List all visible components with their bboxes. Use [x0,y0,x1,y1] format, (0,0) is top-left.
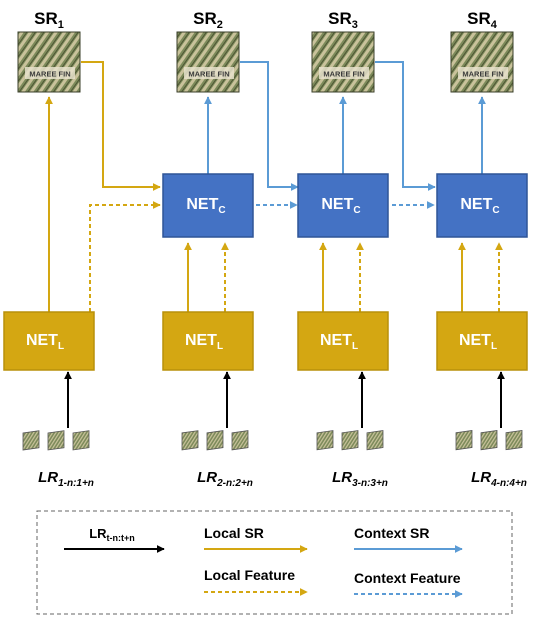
net-l-label-3-base: NET [320,332,352,349]
net-l-label-4-base: NET [459,332,491,349]
net-l-label-1: NETL [26,332,64,352]
lr-label-3-subscript: 3-n:3+n [352,478,388,489]
lr-label-4-subscript: 4-n:4+n [490,478,527,489]
edge-context-sr-forward-3 [375,61,436,191]
legend-local-feature-label: Local Feature [204,567,295,583]
net-l-label-3: NETL [320,332,358,352]
lr-frames-3 [316,430,384,451]
sr-label-1-subscript: 1 [58,19,64,31]
lr-frame-thumbnail [47,430,65,451]
lr-frame-thumbnail [341,430,359,451]
lr-frame-thumbnail [316,430,334,451]
sr-label-4-subscript: 4 [491,19,498,31]
net-l-box-1 [3,311,95,371]
sr-image-4: MAREE FIN [450,31,514,93]
net-l-box-2 [162,311,254,371]
sr-image-sign-text: MAREE FIN [188,70,229,79]
net-c-box-2 [162,173,254,238]
sr-label-3: SR3 [328,9,358,31]
lr-frame-thumbnail [181,430,199,451]
net-c-label-3-base: NET [321,196,353,213]
lr-label-3: LR3-n:3+n [332,469,388,489]
sr-image-sign [25,67,75,79]
net-c-label-4-subscript: C [492,205,499,216]
legend-input-label: LRt-n:t+n [89,526,135,543]
lr-label-1-base: LR [38,469,58,486]
net-l-box-4 [436,311,528,371]
lr-frames-2 [181,430,249,451]
sr-image-sign-text: MAREE FIN [323,70,364,79]
sr-image-sign [319,67,369,79]
net-c-label-2: NETC [186,196,225,216]
net-l-label-2-base: NET [185,332,217,349]
lr-frame-thumbnail [206,430,224,451]
lr-label-4: LR4-n:4+n [471,469,527,489]
legend-input-label-base: LR [89,526,107,541]
sr-label-1-base: SR [34,9,58,28]
legend-local-sr-label: Local SR [204,525,264,541]
sr-image-1: MAREE FIN [17,31,81,93]
edge-context-sr-forward-2 [240,61,299,191]
lr-label-4-base: LR [471,469,491,486]
sr-image-sign [184,67,234,79]
sr-label-3-subscript: 3 [352,19,358,31]
lr-frame-thumbnail [505,430,523,451]
net-l-label-4: NETL [459,332,497,352]
net-c-label-3-subscript: C [353,205,360,216]
edge-local-sr-to-netc-1 [81,61,161,191]
sr-image-texture [311,31,375,93]
net-c-label-2-base: NET [186,196,218,213]
net-c-label-4: NETC [460,196,499,216]
edge-local-feature-to-netc-1 [89,201,161,312]
net-c-label-3: NETC [321,196,360,216]
legend-box [36,510,513,615]
sr-image-2: MAREE FIN [176,31,240,93]
net-c-label-2-subscript: C [218,205,225,216]
sr-label-2-base: SR [193,9,217,28]
sr-image-texture [17,31,81,93]
lr-frame-thumbnail [231,430,249,451]
net-l-label-2: NETL [185,332,223,352]
sr-image-texture [176,31,240,93]
lr-label-2-base: LR [197,469,217,486]
legend-context-feature-label: Context Feature [354,570,461,586]
sr-label-2: SR2 [193,9,223,31]
sr-image-sign-text: MAREE FIN [29,70,70,79]
lr-frames-1 [22,430,90,451]
sr-label-2-subscript: 2 [217,19,223,31]
net-l-label-2-subscript: L [217,341,223,352]
sr-image-texture [450,31,514,93]
net-l-label-3-subscript: L [352,341,358,352]
legend-context-sr-label: Context SR [354,525,429,541]
net-l-label-1-base: NET [26,332,58,349]
sr-label-1: SR1 [34,9,64,31]
lr-frame-thumbnail [455,430,473,451]
lr-label-2: LR2-n:2+n [197,469,253,489]
sr-label-4-base: SR [467,9,491,28]
net-l-label-4-subscript: L [491,341,497,352]
lr-label-3-base: LR [332,469,352,486]
sr-image-3: MAREE FIN [311,31,375,93]
lr-label-1-subscript: 1-n:1+n [58,478,94,489]
lr-frames-4 [455,430,523,451]
sr-image-sign [458,67,508,79]
lr-frame-thumbnail [366,430,384,451]
sr-label-3-base: SR [328,9,352,28]
net-c-box-3 [297,173,389,238]
sr-label-4: SR4 [467,9,498,31]
sr-image-sign-text: MAREE FIN [462,70,503,79]
lr-frame-thumbnail [22,430,40,451]
net-l-label-1-subscript: L [58,341,64,352]
lr-label-1: LR1-n:1+n [38,469,94,489]
lr-label-2-subscript: 2-n:2+n [216,478,253,489]
lr-frame-thumbnail [72,430,90,451]
net-l-box-3 [297,311,389,371]
net-c-label-4-base: NET [460,196,492,213]
legend-input-label-subscript: t-n:t+n [107,533,135,543]
net-c-box-4 [436,173,528,238]
lr-frame-thumbnail [480,430,498,451]
